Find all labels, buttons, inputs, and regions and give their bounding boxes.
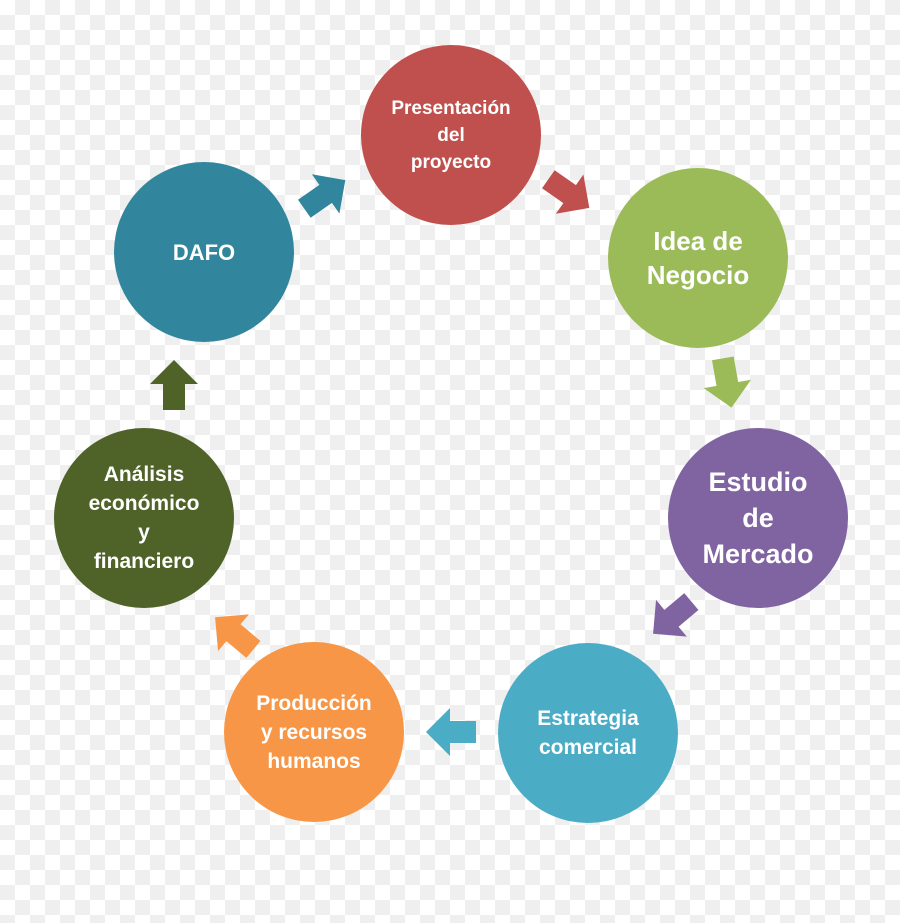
node-label: Estrategia comercial [537, 707, 639, 759]
arrow-dafo-to-presentacion [298, 174, 346, 218]
node-estrategia-comercial: Estrategia comercial [498, 643, 678, 823]
arrow-estudio-to-estrategia [653, 593, 699, 637]
arrow-produccion-to-analisis [215, 614, 261, 658]
node-label: Presentación del proyecto [391, 97, 511, 173]
node-idea-de-negocio: Idea de Negocio [608, 168, 788, 348]
node-produccion-y-recursos-humanos: Producción y recursos humanos [224, 642, 404, 822]
arrow-presentacion-to-idea [542, 170, 590, 214]
node-label: Producción y recursos humanos [256, 691, 372, 773]
node-estudio-de-mercado: Estudio de Mercado [668, 428, 848, 608]
node-label: Estudio de Mercado [702, 467, 814, 569]
arrow-analisis-to-dafo [150, 360, 198, 410]
arrow-estrategia-to-produccion [426, 708, 476, 756]
node-presentacion-del-proyecto: Presentación del proyecto [361, 45, 541, 225]
node-label: Idea de Negocio [646, 226, 750, 290]
node-analisis-economico-y-financiero: Análisis económico y financiero [54, 428, 234, 608]
arrow-idea-to-estudio [703, 356, 751, 408]
node-dafo: DAFO [114, 162, 294, 342]
node-label: Análisis económico y financiero [88, 463, 200, 573]
node-label: DAFO [172, 239, 236, 265]
